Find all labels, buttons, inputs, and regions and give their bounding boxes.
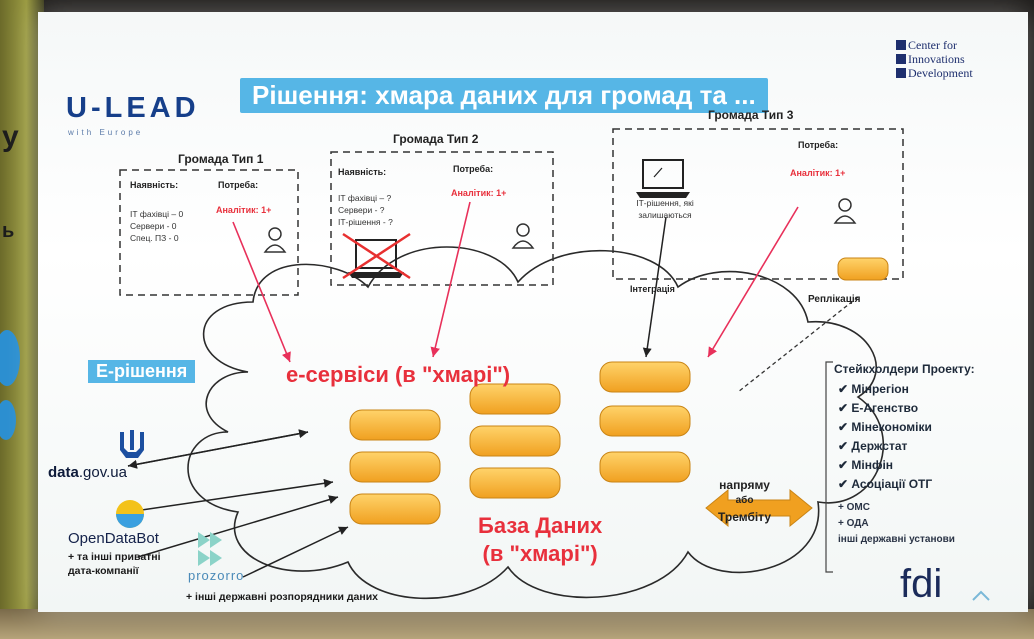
room-floor [0, 609, 1034, 639]
database-label-1: База Даних [478, 513, 603, 538]
stakeholder-item: ✔ Мінекономіки [838, 420, 932, 434]
room-wall-left: y ь [0, 0, 44, 639]
check-icon: ✔ [838, 382, 852, 396]
type2-has-label: Наявність: [338, 167, 387, 177]
integration-label: Інтеграція [630, 284, 675, 294]
type1-header: Громада Тип 1 [178, 152, 264, 166]
type3-it-text: ІТ-рішення, які залишаються [636, 198, 694, 220]
stakeholders-list: ✔ Мінрегіон ✔ Е-Агенство ✔ Мінекономіки … [838, 380, 932, 494]
type1-has-label: Наявність: [130, 180, 179, 190]
stakeholder-plus-item: + ОМС [838, 502, 870, 513]
stakeholder-item: ✔ Е-Агенство [838, 401, 919, 415]
private-companies: + та інші приватні дата-компанії [68, 550, 161, 578]
stakeholders-plus: + ОМС + ОДА інші державні установи [838, 500, 955, 548]
direct-label: напряму або Трембіту [718, 477, 771, 525]
type3-need: Аналітик: 1+ [790, 168, 846, 178]
arrow-black [642, 216, 667, 358]
stakeholders-bracket [825, 361, 833, 573]
stakeholders-title: Стейкхолдери Проекту: [834, 362, 975, 376]
type2-items: ІТ фахівці – ? Сервери - ? ІТ-рішення - … [338, 192, 393, 228]
fdi-logo: fdi [900, 562, 943, 606]
opendatabot-icon [116, 500, 144, 528]
private-line-1: + та інші приватні [68, 551, 161, 563]
stakeholder-plus-item: + ОДА [838, 518, 869, 529]
datagov-label: data.gov.ua [48, 464, 127, 481]
database-label: База Даних (в "хмарі") [478, 512, 602, 568]
chevron-up-icon [972, 590, 990, 601]
wall-decoration [0, 330, 20, 386]
arrow-red [232, 221, 291, 363]
type1-need-label: Потреба: [218, 180, 259, 190]
check-icon: ✔ [838, 401, 852, 415]
wall-letter: y [2, 120, 19, 153]
type3-header: Громада Тип 3 [708, 108, 794, 122]
cid-line-1: Center for [908, 38, 957, 52]
private-line-2: дата-компанії [68, 565, 139, 577]
arrow-replication [737, 296, 859, 393]
type1-item: Спец. ПЗ - 0 [130, 233, 179, 243]
ulead-logo: U-LEAD [66, 92, 200, 124]
slide-title: Рішення: хмара даних для громад та ... [240, 78, 768, 113]
type1-box [119, 169, 299, 296]
check-icon: ✔ [838, 420, 852, 434]
direct-line-3: Трембіту [718, 510, 772, 524]
stakeholder-item: ✔ Мінфін [838, 458, 894, 472]
cid-line-2: Innovations [908, 52, 965, 66]
arrow-black [137, 495, 339, 558]
database-stack-2 [469, 383, 561, 499]
arrow-black [242, 526, 349, 578]
laptop-crossed-icon [342, 232, 411, 280]
ulead-logo-sub: with Europe [68, 128, 144, 137]
database-replica-icon [837, 257, 889, 281]
check-icon: ✔ [838, 439, 852, 453]
type2-item: ІТ фахівці – ? [338, 193, 392, 203]
stakeholder-item: ✔ Мінрегіон [838, 382, 909, 396]
cid-line-3: Development [908, 66, 973, 80]
wall-letter: ь [2, 220, 15, 242]
person-icon-1 [263, 227, 287, 253]
prozorro-icon [198, 532, 222, 566]
trident-icon [120, 430, 144, 458]
person-icon-3 [833, 198, 857, 224]
laptop-icon [636, 159, 690, 198]
database-label-2: (в "хмарі") [482, 541, 598, 566]
database-stack-1 [349, 409, 441, 525]
double-arrow [705, 488, 813, 528]
person-icon-2 [511, 223, 535, 249]
type3-need-label: Потреба: [798, 140, 839, 150]
opendatabot-label: OpenDataBot [68, 530, 159, 547]
replication-label: Реплікація [808, 294, 861, 305]
type2-item: Сервери - ? [338, 205, 385, 215]
type1-items: ІТ фахівці – 0 Сервери - 0 Спец. ПЗ - 0 [130, 208, 183, 244]
stakeholder-item: ✔ Асоціації ОТГ [838, 477, 933, 491]
check-icon: ✔ [838, 458, 852, 472]
stakeholder-plus-item: інші державні установи [838, 534, 955, 545]
type1-need: Аналітик: 1+ [216, 205, 272, 215]
direct-line-1: напряму [719, 478, 770, 492]
arrow-red [707, 206, 799, 358]
slide-graphics [116, 128, 990, 601]
type1-item: Сервери - 0 [130, 221, 177, 231]
arrow-black [127, 478, 334, 513]
check-icon: ✔ [838, 477, 852, 491]
arrow-black [127, 431, 309, 469]
direct-line-2: або [735, 495, 754, 506]
arrow-red [430, 201, 471, 358]
type2-box [330, 151, 554, 286]
type1-item: ІТ фахівці – 0 [130, 209, 184, 219]
type2-need: Аналітик: 1+ [451, 188, 507, 198]
database-stack-3 [599, 361, 691, 483]
other-data-holders: + інші державні розпорядники даних [186, 591, 379, 603]
type2-header: Громада Тип 2 [393, 132, 479, 146]
wall-decoration [0, 400, 16, 440]
e-rishennia-label: Е-рішення [88, 360, 196, 383]
type2-need-label: Потреба: [453, 164, 494, 174]
type3-box [612, 128, 904, 280]
stakeholder-item: ✔ Держстат [838, 439, 908, 453]
cid-logo: Center for Innovations Development [896, 38, 973, 80]
prozorro-label: prozorro [188, 568, 245, 583]
e-services-label: е-сервіси (в "хмарі") [286, 362, 511, 387]
type2-item: ІТ-рішення - ? [338, 217, 393, 227]
projection-screen: U-LEAD with Europe Рішення: хмара даних … [38, 12, 1028, 612]
